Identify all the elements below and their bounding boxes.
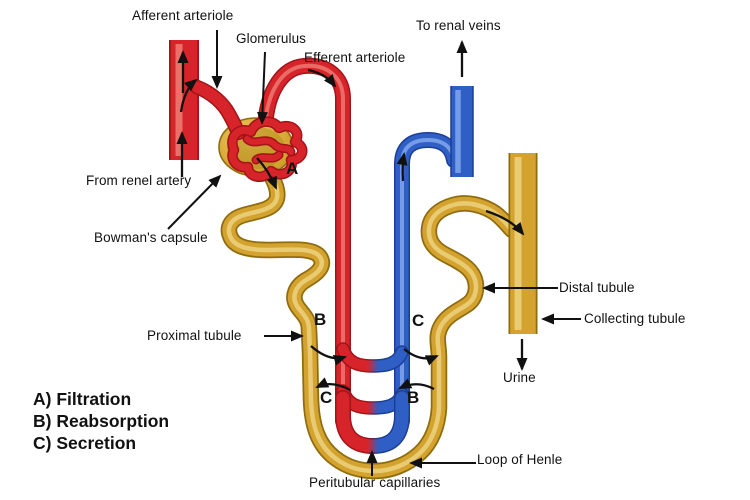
legend-secretion: C) Secretion	[33, 433, 137, 453]
peritubular-capillary-bottom-u	[335, 390, 410, 454]
efferent-arteriole-vessel	[258, 57, 351, 429]
loop-of-henle-label: Loop of Henle	[477, 452, 563, 467]
bowmans-capsule-label: Bowman's capsule	[94, 230, 208, 245]
flow-arrow-into-collecting	[485, 209, 525, 236]
urine-label: Urine	[503, 370, 536, 385]
afferent-arteriole-vessel	[189, 79, 246, 141]
collecting-tubule-label: Collecting tubule	[584, 311, 686, 326]
process-legend: A) Filtration B) Reabsorption C) Secreti…	[33, 388, 169, 454]
legend-reabsorption: B) Reabsorption	[33, 411, 170, 431]
pointer-arrow-bowmans	[167, 174, 222, 230]
peritubular-capillary-rung-1	[336, 342, 409, 373]
pointer-arrow-glomerulus	[256, 51, 268, 125]
proximal-tubule-label: Proximal tubule	[147, 328, 242, 343]
renal-vein-vessel	[450, 86, 474, 177]
legend-filtration: A) Filtration	[33, 389, 132, 409]
glomerulus-label: Glomerulus	[236, 31, 307, 46]
flow-arrow-secretion-right	[403, 348, 439, 366]
flow-arrow-venule-up	[396, 152, 408, 182]
from-renal-artery-label: From renel artery	[86, 173, 192, 188]
marker-a-filtration: A	[286, 159, 299, 178]
flow-arrow-efferent	[307, 68, 337, 88]
collecting-tubule-shape	[508, 153, 538, 334]
flow-arrow-reabsorption-right	[398, 378, 435, 391]
to-renal-veins-label: To renal veins	[416, 18, 501, 33]
marker-c-secretion-lower: C	[320, 388, 333, 407]
flow-arrow-secretion-left	[315, 377, 351, 392]
marker-b-reabsorption-lower: B	[407, 388, 420, 407]
flow-arrow-filtration-a	[256, 157, 278, 190]
peritubular-capillary-rung-2	[336, 384, 409, 415]
efferent-arteriole-label: Efferent arteriole	[304, 50, 406, 65]
distal-tubule-label: Distal tubule	[559, 280, 635, 295]
flow-arrow-into-afferent	[179, 78, 198, 113]
marker-c-secretion-upper: C	[412, 311, 425, 330]
flow-arrow-reabsorption-left	[310, 345, 347, 366]
peritubular-capillaries-label: Peritubular capillaries	[309, 475, 441, 490]
afferent-arteriole-label: Afferent arteriole	[132, 8, 234, 23]
marker-b-reabsorption-upper: B	[314, 310, 327, 329]
nephron-tubule-path	[220, 151, 521, 480]
